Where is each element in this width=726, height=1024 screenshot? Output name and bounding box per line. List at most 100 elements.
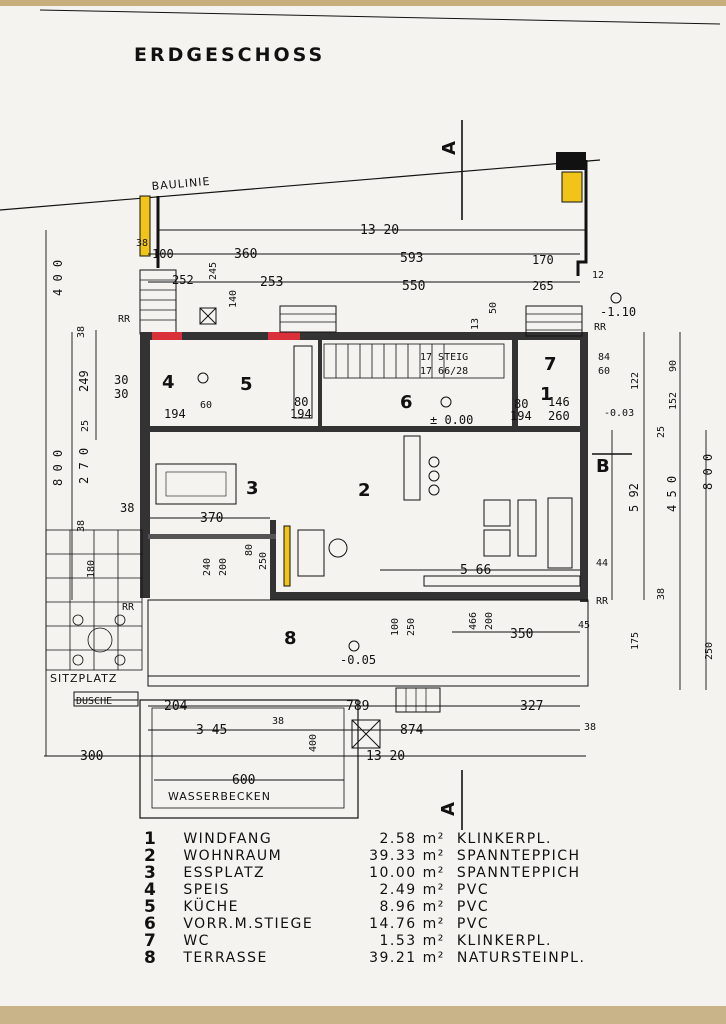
room-2-label: 2	[358, 480, 371, 501]
kitchen-counter	[293, 345, 313, 419]
drawing-stroke	[72, 614, 84, 626]
level-marker-entry	[610, 292, 622, 304]
wall-essplatz	[148, 534, 276, 539]
terrace-step-treads	[405, 688, 427, 712]
kitchen-south-wall	[150, 426, 582, 432]
dim-800-right: 8 0 0	[701, 454, 715, 490]
legend-number: 3	[144, 862, 158, 883]
room-5-label: 5	[240, 374, 253, 395]
legend-area: 39.33 m²	[364, 848, 457, 864]
legend-area: 10.00 m²	[364, 865, 457, 881]
drawing-stroke	[114, 654, 126, 666]
rr-right: RR	[594, 322, 607, 333]
sofa-2	[483, 529, 511, 557]
rr-wc: RR	[596, 596, 609, 607]
dim-250-right: 250	[704, 642, 715, 660]
dim-38-m: 38	[272, 716, 284, 727]
sofa-1	[483, 499, 511, 527]
dim-100: 100	[152, 247, 174, 261]
legend-area: 14.76 m²	[364, 916, 457, 932]
dim-400-left: 4 0 0	[51, 260, 65, 296]
legend-area-unit: m²	[416, 898, 445, 915]
dim-152: 152	[668, 392, 679, 410]
dining-table	[155, 463, 237, 505]
fireplace-box	[297, 529, 325, 577]
rr-bottom: RR	[122, 602, 135, 613]
legend-room-name: SPEIS	[183, 881, 231, 898]
dim-25-r: 25	[656, 426, 667, 438]
legend-number: 2	[144, 845, 158, 866]
chimney-yellow	[561, 171, 583, 203]
stair-steig-label: 17 STEIG	[420, 352, 468, 363]
dim-204: 204	[164, 699, 188, 714]
west-wall	[140, 332, 150, 598]
dim-170: 170	[532, 253, 554, 267]
kitchen-sink	[197, 372, 209, 384]
legend-area-value: 10.00	[369, 864, 417, 881]
legend-material: KLINKERPL.	[456, 830, 552, 847]
level-terrace: -0.05	[340, 653, 376, 667]
baulinie-line	[0, 159, 601, 211]
legend-area-unit: m²	[416, 915, 445, 932]
legend-room-name: WINDFANG	[183, 830, 273, 847]
round-objects	[428, 456, 440, 496]
legend-number: 4	[144, 879, 158, 900]
legend-room-name: WOHNRAUM	[183, 847, 283, 864]
dim-38-l2: 38	[76, 520, 87, 532]
dim-38-m2: 38	[584, 722, 596, 733]
drawing-stroke	[428, 456, 440, 468]
legend-number: 1	[144, 828, 158, 849]
dim-789: 789	[346, 699, 369, 714]
terrace-step	[395, 687, 441, 713]
window-bench	[423, 575, 581, 587]
dim-60: 60	[200, 400, 212, 411]
legend-area-value: 39.21	[369, 949, 417, 966]
dim-45: 45	[578, 620, 590, 631]
room-legend: 1 WINDFANG 2.58 m² KLINKERPL. 2 WOHNRAUM 39.33…	[144, 828, 624, 968]
legend-area-value: 2.58	[379, 830, 417, 847]
room-1-label: 1	[540, 384, 553, 405]
dim-874: 874	[400, 723, 424, 738]
dim-80b: 80	[514, 397, 528, 411]
drawing-stroke	[428, 484, 440, 496]
dim-194a: 194	[164, 407, 186, 421]
legend-material: NATURSTEINPL.	[456, 949, 586, 966]
legend-material: PVC	[456, 915, 490, 932]
legend-room-name: VORR.M.STIEGE	[183, 915, 314, 932]
legend-area: 2.49 m²	[364, 882, 457, 898]
dim-593: 593	[400, 251, 423, 266]
stair-mid-upper	[279, 305, 337, 333]
dim-122: 122	[630, 372, 641, 390]
legend-area-unit: m²	[416, 864, 445, 881]
dim-249: 249	[77, 370, 91, 392]
dim-194c: 194	[510, 409, 532, 423]
legend-material: PVC	[456, 881, 490, 898]
dim-370: 370	[200, 511, 223, 526]
legend-room-name: WC	[183, 932, 210, 949]
dim-140: 140	[228, 290, 239, 308]
dim-300: 300	[80, 749, 103, 764]
legend-area-unit: m²	[416, 949, 445, 966]
dimension-lines	[44, 229, 707, 781]
bookshelf	[403, 435, 421, 501]
dim-1320-top: 13 20	[360, 223, 399, 238]
plant-circle	[328, 538, 348, 558]
dusche-label: DUSCHE	[76, 696, 112, 707]
pool-ladder	[351, 719, 381, 749]
dim-245: 245	[208, 262, 219, 280]
box-x-upper	[199, 307, 217, 325]
legend-area-value: 8.96	[379, 898, 417, 915]
dim-360: 360	[234, 247, 257, 262]
drawing-stroke	[199, 307, 217, 325]
south-wall	[270, 592, 588, 600]
stair-left-treads	[140, 279, 176, 321]
drawing-stroke	[428, 470, 440, 482]
stair-right-treads	[526, 313, 582, 331]
